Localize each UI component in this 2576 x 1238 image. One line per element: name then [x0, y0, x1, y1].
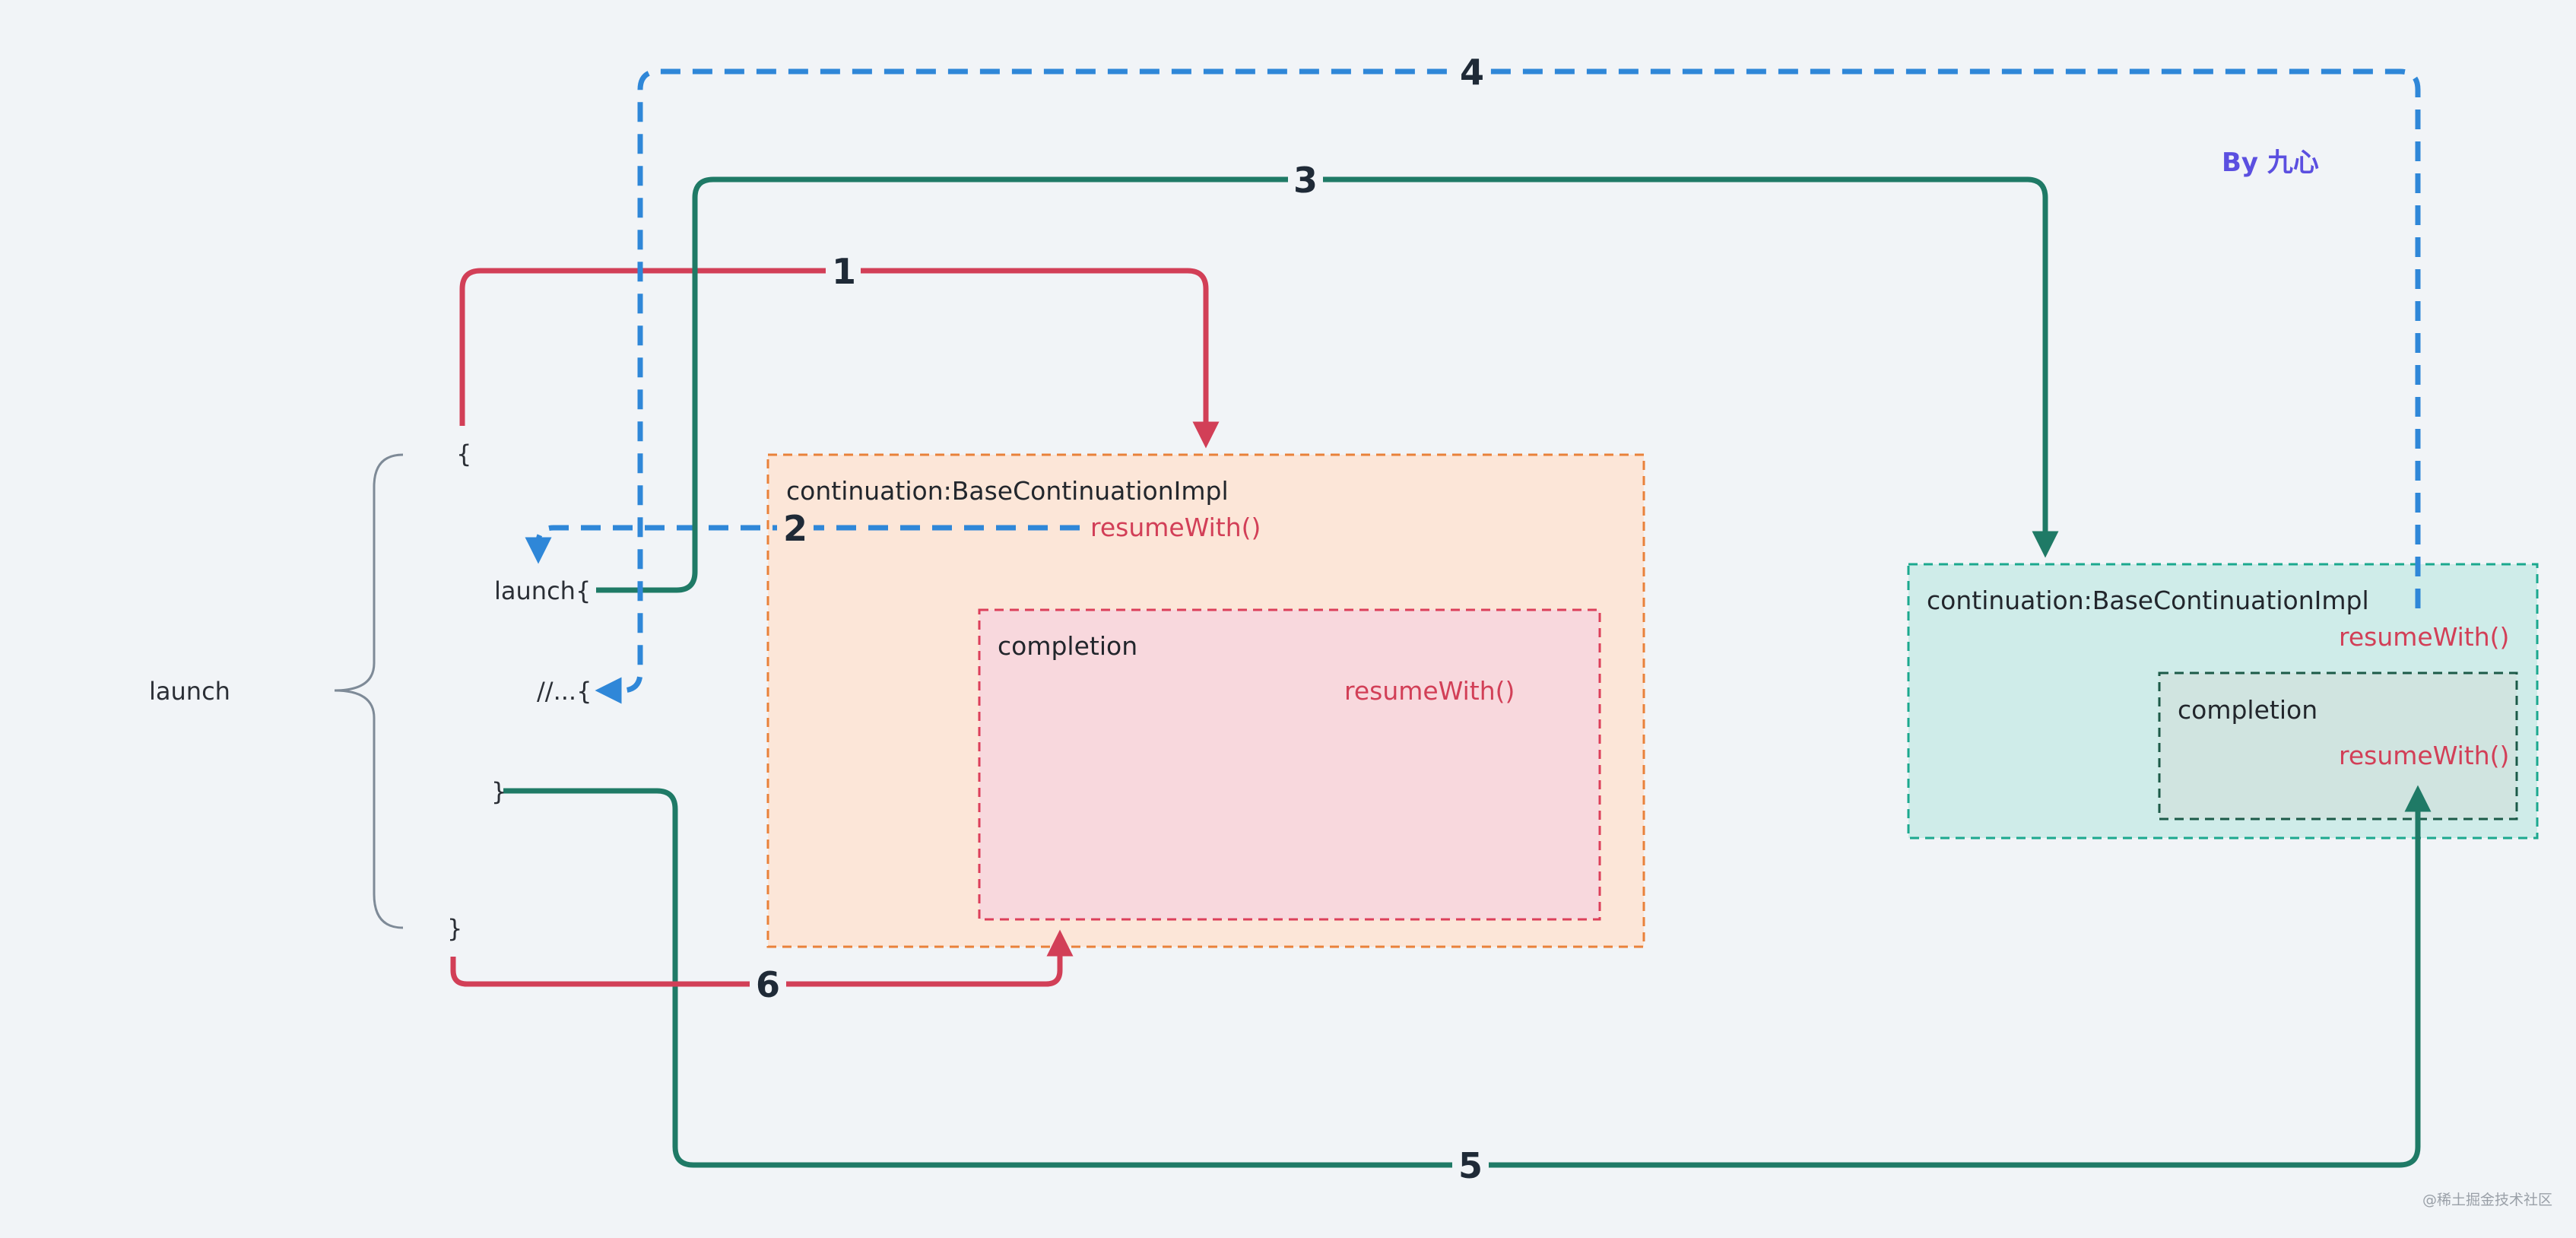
- left-box-title: continuation:BaseContinuationImpl: [786, 476, 1229, 506]
- right-completion-title: completion: [2178, 695, 2317, 725]
- step-5-label: 5: [1458, 1145, 1483, 1186]
- left-completion-title: completion: [998, 631, 1137, 661]
- step-1-label-bg: [826, 248, 861, 294]
- right-box-title: continuation:BaseContinuationImpl: [1927, 586, 2369, 615]
- connector-step-3: [596, 176, 2059, 593]
- right-completion-box: [2158, 671, 2518, 821]
- open-brace: {: [456, 440, 471, 468]
- right-completion-resume-label: resumeWith(): [2339, 741, 2509, 770]
- step-3-label: 3: [1293, 160, 1318, 201]
- step-5-label-bg: [1452, 1142, 1489, 1188]
- step-6-label: 6: [756, 964, 780, 1005]
- right-box-resume-label: resumeWith(): [2339, 622, 2509, 652]
- connector-step-4: [595, 68, 2421, 704]
- launch-curly-brace: [334, 453, 404, 929]
- inner-close-brace: }: [491, 777, 506, 806]
- left-completion-box: [978, 608, 1601, 921]
- outer-close-brace: }: [447, 914, 462, 943]
- comment-label: //...{: [537, 677, 592, 706]
- inner-launch-label: launch{: [494, 576, 591, 605]
- step-4-label-bg: [1454, 49, 1490, 94]
- left-box-resume-label: resumeWith(): [1090, 513, 1261, 542]
- connector-step-5: [503, 785, 2432, 1168]
- watermark: @稀土掘金技术社区: [2422, 1192, 2552, 1208]
- launch-label: launch: [149, 677, 230, 706]
- step-2-label: 2: [783, 508, 807, 549]
- left-completion-resume-label: resumeWith(): [1344, 676, 1515, 706]
- step-1-label: 1: [832, 251, 856, 292]
- step-6-label-bg: [750, 961, 786, 1007]
- author-label: By 九心: [2222, 148, 2319, 178]
- step-4-label: 4: [1460, 52, 1484, 93]
- connector-step-1: [459, 268, 1220, 449]
- step-3-label-bg: [1288, 157, 1323, 202]
- step-2-label-bg: [777, 505, 814, 551]
- connector-step-2: [525, 525, 1080, 564]
